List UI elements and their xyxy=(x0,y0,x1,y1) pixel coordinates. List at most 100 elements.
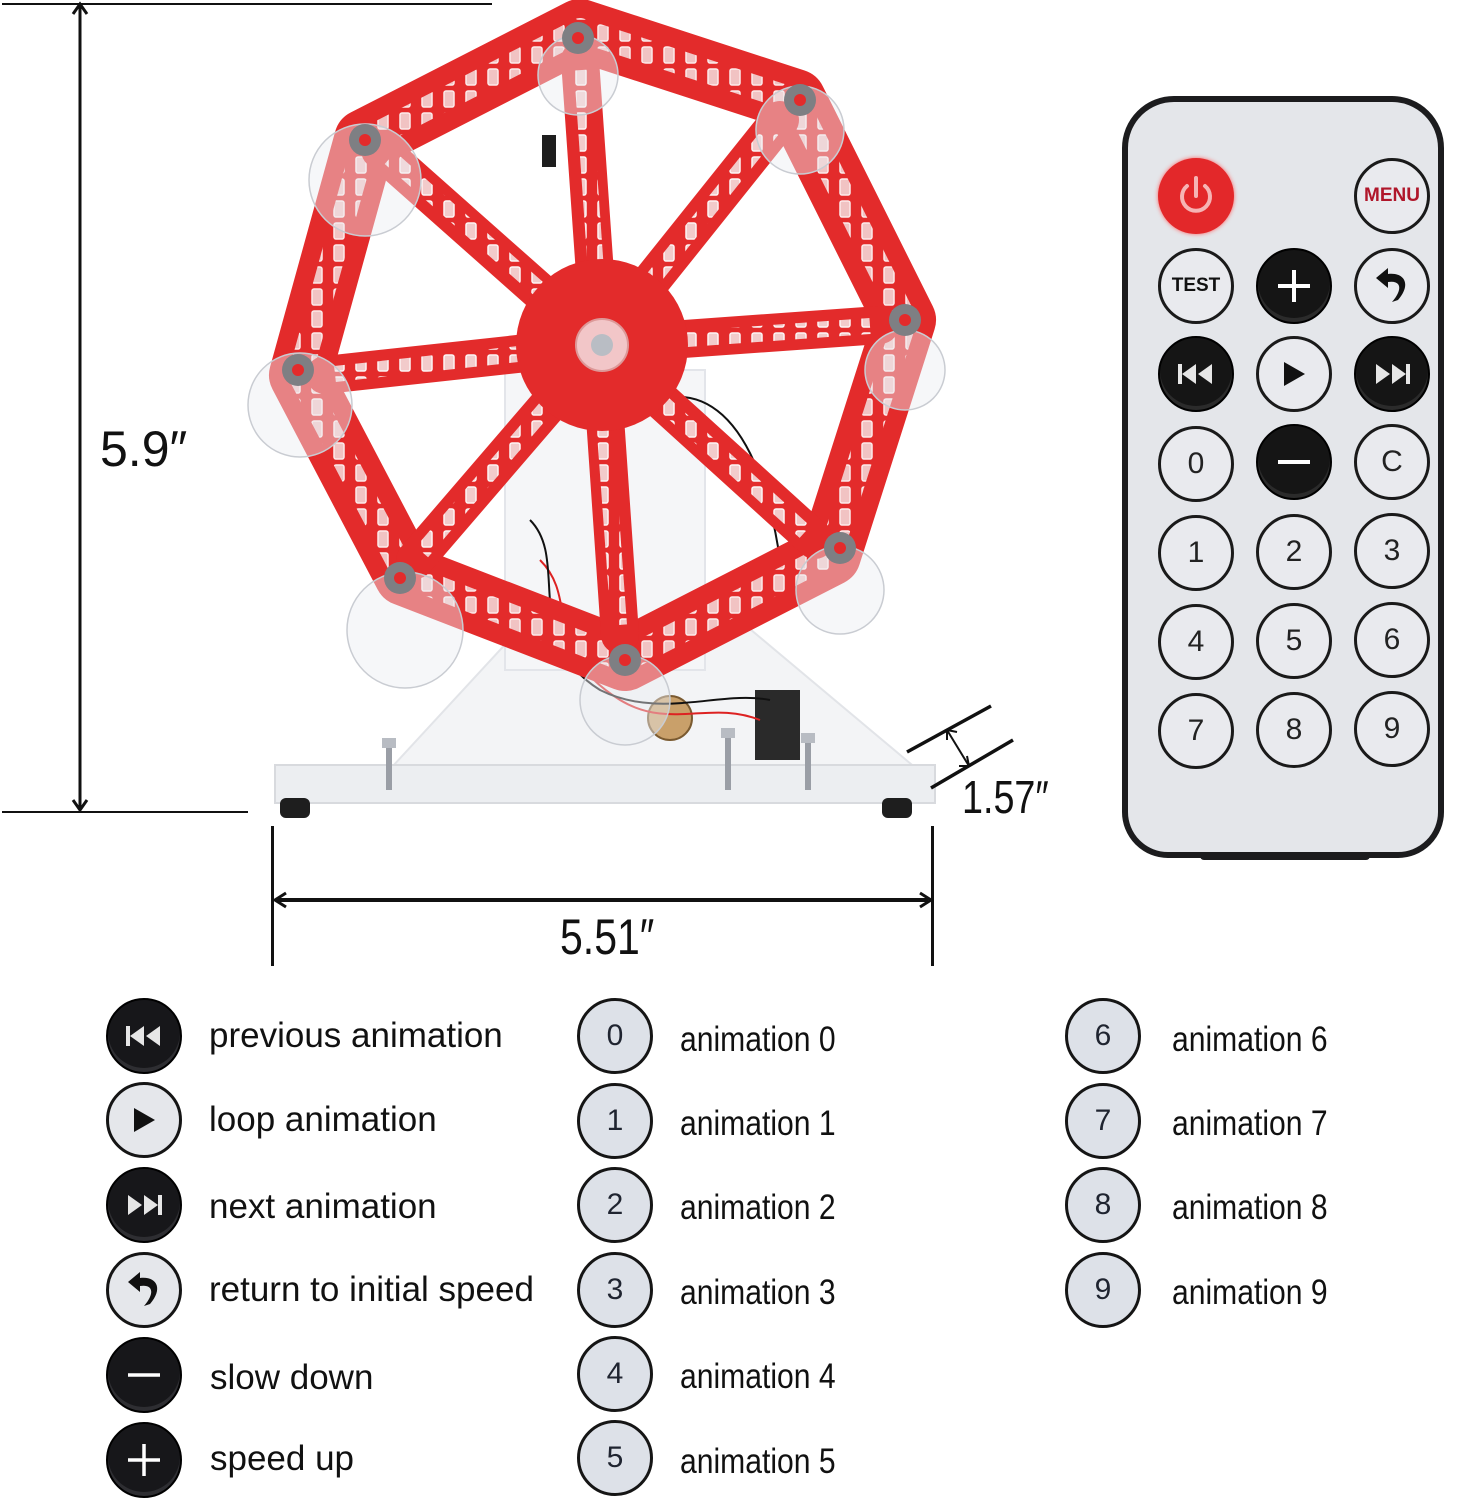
depth-label: 1.57″ xyxy=(962,771,1049,823)
digit-4-button[interactable]: 4 xyxy=(1158,604,1234,680)
legend-key-8: 8 xyxy=(1094,1188,1112,1221)
previous-icon xyxy=(1178,364,1212,384)
digit-8-button[interactable]: 8 xyxy=(1256,692,1332,768)
digit-3-button[interactable]: 3 xyxy=(1354,513,1430,589)
height-arrow xyxy=(71,1,89,813)
legend-key-0: 0 xyxy=(606,1019,624,1052)
plus-icon xyxy=(1278,270,1310,302)
legend-next-badge xyxy=(106,1167,182,1243)
digit-2-button[interactable]: 2 xyxy=(1256,514,1332,590)
digit-0-label: 0 xyxy=(1187,447,1205,480)
next-icon xyxy=(128,1195,162,1215)
legend-key-9-badge: 9 xyxy=(1065,1252,1141,1328)
legend-key-2: 2 xyxy=(606,1188,624,1221)
width-arrow xyxy=(272,891,934,909)
legend-key-1-label: animation 1 xyxy=(680,1104,836,1143)
legend-plus-badge xyxy=(106,1422,182,1498)
return-arrow-icon xyxy=(1376,268,1406,302)
gondolas xyxy=(247,34,946,746)
legend-play-badge xyxy=(106,1082,182,1158)
test-button-label: TEST xyxy=(1171,275,1221,296)
remote-battery-tab xyxy=(1200,852,1370,860)
digit-7-label: 7 xyxy=(1187,714,1205,747)
height-top-extension-line xyxy=(2,3,492,5)
digit-7-button[interactable]: 7 xyxy=(1158,693,1234,769)
legend-minus-label: slow down xyxy=(210,1358,374,1397)
ir-receiver xyxy=(542,135,556,167)
legend-key-4: 4 xyxy=(606,1357,624,1390)
legend-next-label: next animation xyxy=(209,1187,437,1226)
menu-button[interactable]: MENU xyxy=(1354,158,1430,234)
width-right-extension-line xyxy=(931,826,934,966)
legend-return-label: return to initial speed xyxy=(209,1270,534,1309)
digit-6-label: 6 xyxy=(1383,623,1401,656)
minus-icon xyxy=(128,1373,160,1377)
legend-key-4-label: animation 4 xyxy=(680,1357,836,1396)
legend-key-3: 3 xyxy=(606,1273,624,1306)
legend-key-6-badge: 6 xyxy=(1065,998,1141,1074)
return-button[interactable] xyxy=(1354,248,1430,324)
play-icon xyxy=(1284,362,1305,386)
legend-key-6: 6 xyxy=(1094,1019,1112,1052)
height-bottom-extension-line xyxy=(2,811,248,813)
previous-button[interactable] xyxy=(1158,336,1234,412)
legend-key-7-label: animation 7 xyxy=(1172,1104,1328,1143)
legend-key-7: 7 xyxy=(1094,1104,1112,1137)
depth-dimension-lines xyxy=(906,704,1014,790)
legend-key-6-label: animation 6 xyxy=(1172,1020,1328,1059)
digit-5-label: 5 xyxy=(1285,624,1303,657)
legend-key-9: 9 xyxy=(1094,1273,1112,1306)
legend-key-2-label: animation 2 xyxy=(680,1188,836,1227)
legend-plus-label: speed up xyxy=(210,1439,355,1478)
legend-key-4-badge: 4 xyxy=(577,1336,653,1412)
legend-key-7-badge: 7 xyxy=(1065,1083,1141,1159)
menu-button-label: MENU xyxy=(1364,185,1420,206)
legend-key-0-badge: 0 xyxy=(577,998,653,1074)
digit-5-button[interactable]: 5 xyxy=(1256,603,1332,679)
minus-button[interactable] xyxy=(1256,424,1332,500)
plus-icon xyxy=(128,1444,160,1476)
foot-right xyxy=(882,798,912,818)
digit-2-label: 2 xyxy=(1285,535,1303,568)
ferris-wheel-illustration xyxy=(247,0,946,818)
legend-key-3-label: animation 3 xyxy=(680,1273,836,1312)
play-icon xyxy=(134,1108,155,1132)
clear-button-label: C xyxy=(1381,445,1403,478)
power-icon xyxy=(1180,176,1212,213)
legend-return-badge xyxy=(106,1252,182,1328)
next-button[interactable] xyxy=(1354,336,1430,412)
legend-key-5-badge: 5 xyxy=(577,1420,653,1496)
legend-key-1: 1 xyxy=(606,1104,624,1137)
previous-icon xyxy=(126,1026,160,1046)
width-left-extension-line xyxy=(271,826,274,966)
play-button[interactable] xyxy=(1256,336,1332,412)
legend-previous-badge xyxy=(106,998,182,1074)
digit-1-label: 1 xyxy=(1187,536,1205,569)
digit-0-button[interactable]: 0 xyxy=(1158,426,1234,502)
legend-play-label: loop animation xyxy=(209,1100,437,1139)
legend-key-5: 5 xyxy=(606,1441,624,1474)
legend-key-2-badge: 2 xyxy=(577,1167,653,1243)
clear-button[interactable]: C xyxy=(1354,424,1430,500)
test-button[interactable]: TEST xyxy=(1158,248,1234,324)
plus-button[interactable] xyxy=(1256,248,1332,324)
digit-6-button[interactable]: 6 xyxy=(1354,602,1430,678)
return-arrow-icon xyxy=(128,1272,158,1306)
minus-icon xyxy=(1278,460,1310,464)
digit-3-label: 3 xyxy=(1383,534,1401,567)
base-plate xyxy=(274,764,936,804)
legend-key-5-label: animation 5 xyxy=(680,1442,836,1481)
digit-9-button[interactable]: 9 xyxy=(1354,691,1430,767)
digit-4-label: 4 xyxy=(1187,625,1205,658)
next-icon xyxy=(1376,364,1410,384)
legend-key-8-label: animation 8 xyxy=(1172,1188,1328,1227)
digit-1-button[interactable]: 1 xyxy=(1158,515,1234,591)
digit-8-label: 8 xyxy=(1285,713,1303,746)
power-button[interactable] xyxy=(1158,158,1234,234)
legend-previous-label: previous animation xyxy=(209,1016,503,1055)
digit-9-label: 9 xyxy=(1383,712,1401,745)
legend-key-1-badge: 1 xyxy=(577,1083,653,1159)
legend-key-8-badge: 8 xyxy=(1065,1167,1141,1243)
legend-minus-badge xyxy=(106,1337,182,1413)
width-label: 5.51″ xyxy=(560,909,655,965)
